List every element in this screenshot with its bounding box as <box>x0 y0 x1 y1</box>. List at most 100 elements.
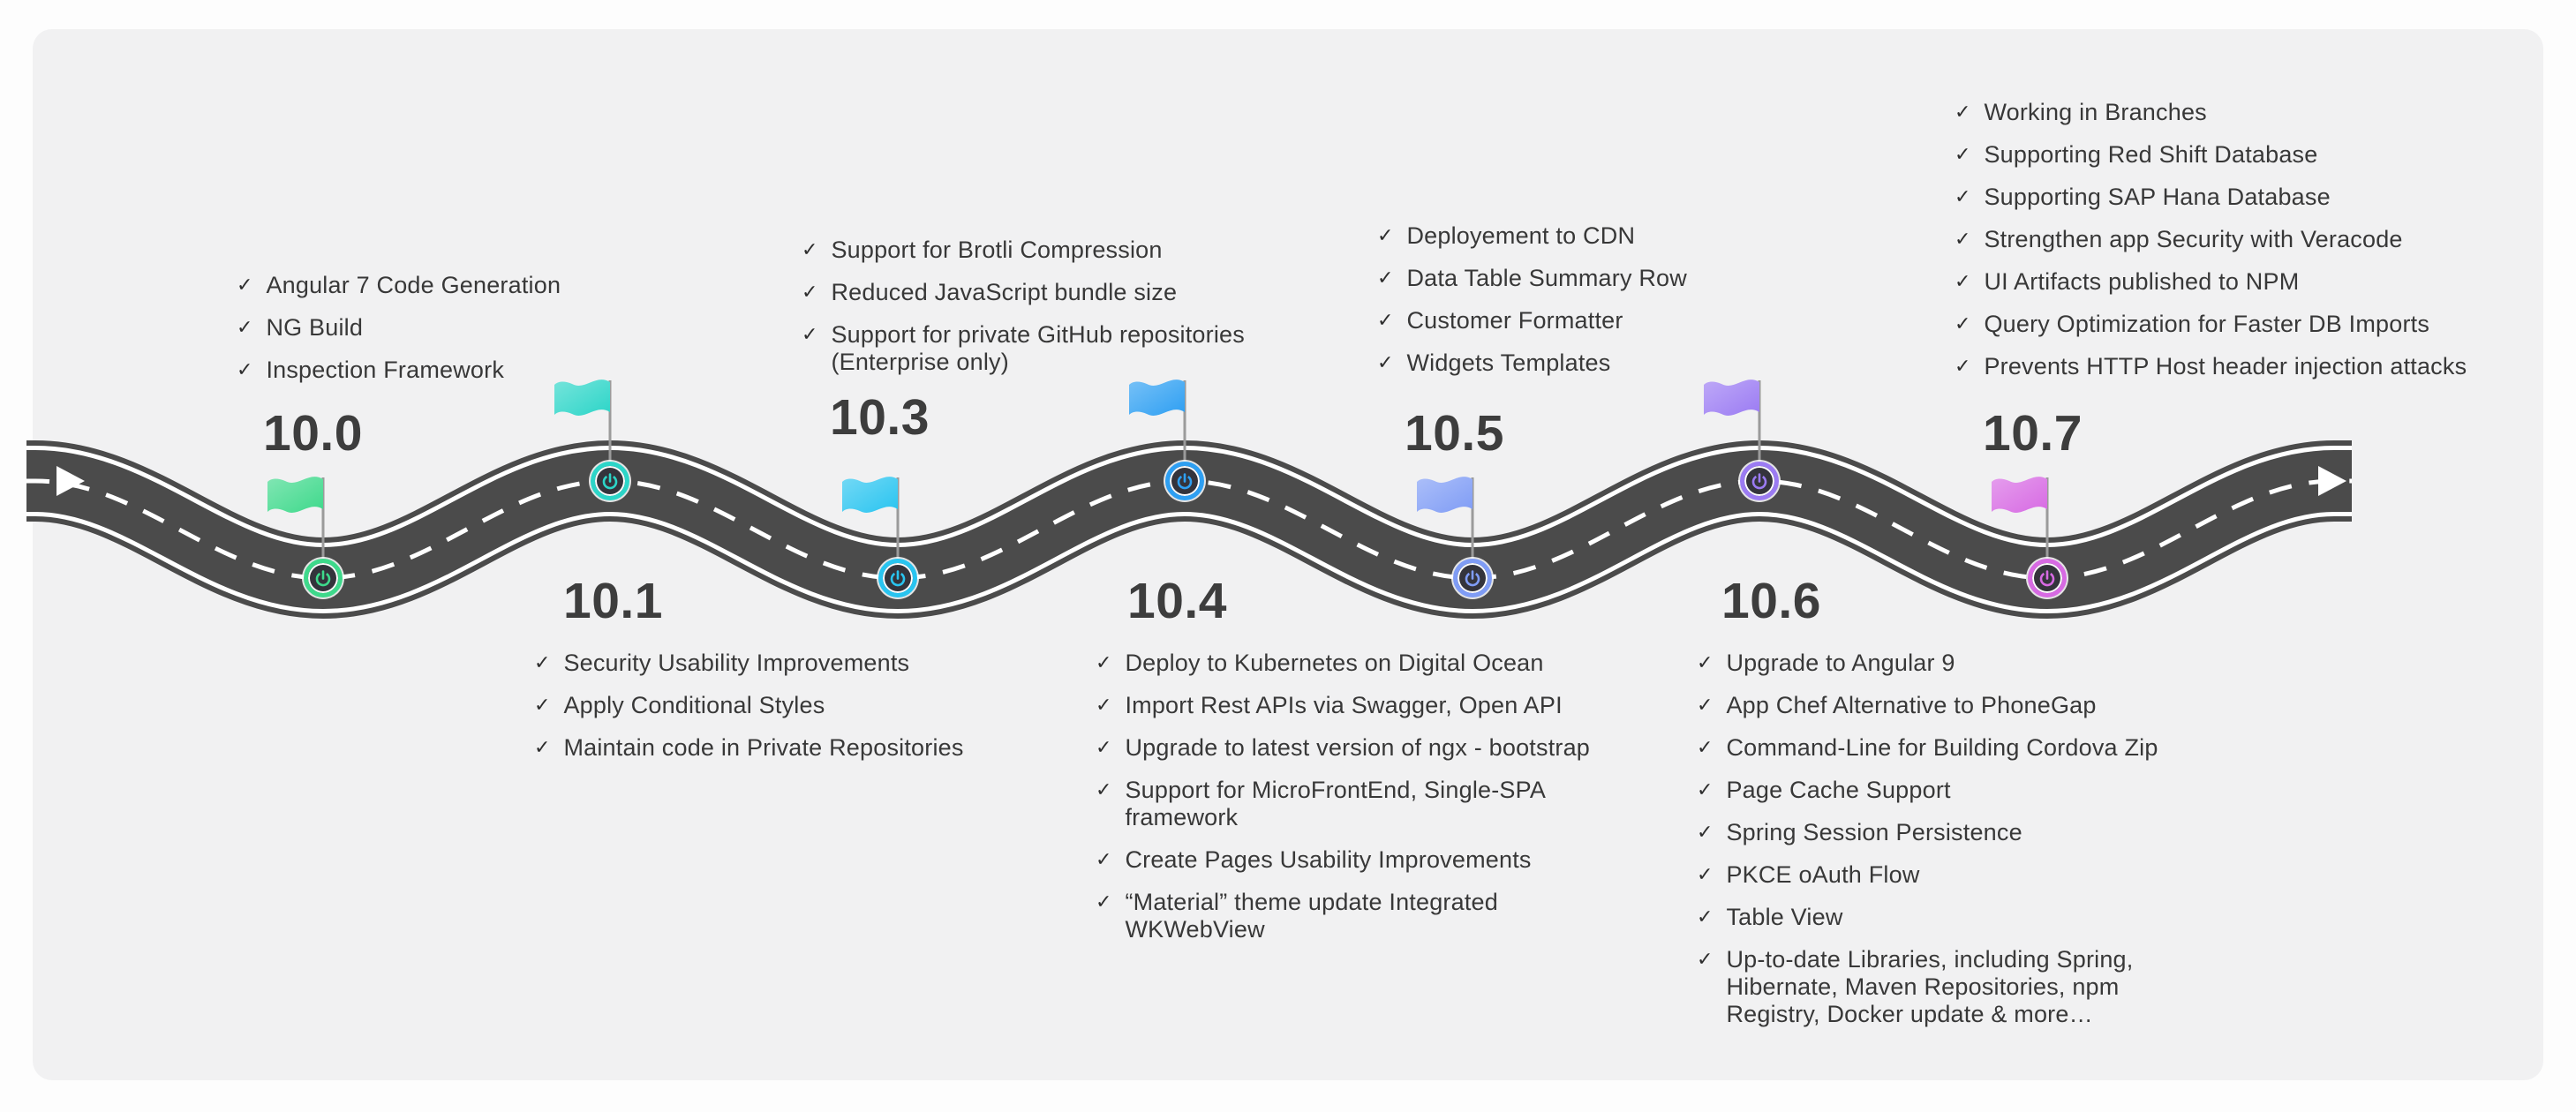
check-icon: ✓ <box>1955 186 1971 208</box>
feature-item: ✓ Supporting SAP Hana Database <box>1955 184 2537 211</box>
feature-text: Support for private GitHub repositories … <box>831 321 1245 375</box>
feature-text: Upgrade to Angular 9 <box>1726 650 1955 676</box>
feature-text: Query Optimization for Faster DB Imports <box>1984 311 2430 337</box>
power-icon <box>1751 473 1767 490</box>
feature-text: Reduced JavaScript bundle size <box>831 279 1178 305</box>
feature-text: Security Usability Improvements <box>563 650 910 676</box>
feature-list: ✓Deployement to CDN✓Data Table Summary R… <box>1377 222 1748 392</box>
feature-list: ✓Deploy to Kubernetes on Digital Ocean✓I… <box>1096 650 1616 958</box>
check-icon: ✓ <box>534 652 551 674</box>
power-icon <box>1177 473 1193 490</box>
feature-item: ✓Customer Formatter <box>1377 307 1748 334</box>
feature-text: Widgets Templates <box>1406 349 1611 376</box>
check-icon: ✓ <box>1377 267 1394 289</box>
check-icon: ✓ <box>1697 949 1714 971</box>
feature-text: Upgrade to latest version of ngx - boots… <box>1125 734 1591 761</box>
check-icon: ✓ <box>1096 652 1112 674</box>
check-icon: ✓ <box>1955 271 1971 293</box>
check-icon: ✓ <box>1096 891 1112 913</box>
power-icon <box>602 473 618 490</box>
version-label: 10.7 <box>1983 405 2083 462</box>
milestone-marker <box>304 559 343 597</box>
check-icon: ✓ <box>1955 356 1971 378</box>
feature-item: ✓ UI Artifacts published to NPM <box>1955 268 2537 296</box>
check-icon: ✓ <box>237 274 253 297</box>
feature-item: ✓PKCE oAuth Flow <box>1697 861 2173 889</box>
feature-text: Angular 7 Code Generation <box>266 272 561 298</box>
check-icon: ✓ <box>802 239 818 261</box>
feature-text: Prevents HTTP Host header injection atta… <box>1984 353 2467 379</box>
check-icon: ✓ <box>1697 906 1714 928</box>
version-label: 10.1 <box>563 573 663 629</box>
milestone-marker <box>1165 462 1204 500</box>
feature-item: ✓ “Material” theme update Integrated WKWe… <box>1096 889 1616 943</box>
check-icon: ✓ <box>1697 864 1714 886</box>
feature-text: Import Rest APIs via Swagger, Open API <box>1125 692 1563 718</box>
power-icon <box>1465 570 1480 587</box>
check-icon: ✓ <box>1955 229 1971 251</box>
check-icon: ✓ <box>237 359 253 381</box>
check-icon: ✓ <box>1955 101 1971 124</box>
milestone-marker <box>878 559 917 597</box>
version-label: 10.3 <box>830 389 930 446</box>
feature-text: Inspection Framework <box>266 357 505 383</box>
feature-text: Supporting Red Shift Database <box>1984 141 2318 168</box>
feature-item: ✓ Angular 7 Code Generation <box>237 272 616 299</box>
feature-text: Strengthen app Security with Veracode <box>1984 226 2403 252</box>
feature-text: Command-Line for Building Cordova Zip <box>1726 734 2158 761</box>
feature-item: ✓ Security Usability Improvements <box>534 650 1011 677</box>
feature-item: ✓App Chef Alternative to PhoneGap <box>1697 692 2173 719</box>
feature-text: Support for Brotli Compression <box>831 237 1163 263</box>
check-icon: ✓ <box>1096 849 1112 871</box>
feature-list: ✓Working in Branches✓Supporting Red Shif… <box>1955 99 2537 395</box>
feature-text: Customer Formatter <box>1406 307 1623 334</box>
feature-text: Page Cache Support <box>1726 777 1951 803</box>
check-icon: ✓ <box>1697 779 1714 801</box>
feature-text: App Chef Alternative to PhoneGap <box>1726 692 2097 718</box>
feature-text: NG Build <box>266 314 364 341</box>
feature-text: Table View <box>1726 904 1843 930</box>
feature-text: Maintain code in Private Repositories <box>563 734 964 761</box>
feature-text: Apply Conditional Styles <box>563 692 825 718</box>
feature-item: ✓ Table View <box>1697 904 2173 931</box>
feature-item: ✓Apply Conditional Styles <box>534 692 1011 719</box>
feature-item: ✓ Working in Branches <box>1955 99 2537 126</box>
feature-item: ✓ Upgrade to latest version of ngx - boot… <box>1096 734 1616 762</box>
feature-item: ✓ Data Table Summary Row <box>1377 265 1748 292</box>
check-icon: ✓ <box>802 282 818 304</box>
feature-item: ✓ Command-Line for Building Cordova Zip <box>1697 734 2173 762</box>
feature-item: ✓ Query Optimization for Faster DB Import… <box>1955 311 2537 338</box>
feature-item: ✓Support for MicroFrontEnd, Single-SPA f… <box>1096 777 1616 831</box>
feature-list: ✓ Angular 7 Code Generation ✓ NG Build ✓ Insp… <box>237 272 616 399</box>
check-icon: ✓ <box>1377 352 1394 374</box>
version-label: 10.4 <box>1127 573 1227 629</box>
feature-item: ✓ Up-to-date Libraries, including Spring,… <box>1697 946 2173 1028</box>
feature-item: ✓Create Pages Usability Improvements <box>1096 846 1616 874</box>
feature-item: ✓Supporting Red Shift Database <box>1955 141 2537 169</box>
feature-list: ✓ Support for Brotli Compression ✓ Reduced … <box>802 237 1278 391</box>
version-label: 10.6 <box>1721 573 1821 629</box>
power-icon <box>2039 570 2055 587</box>
check-icon: ✓ <box>1697 737 1714 759</box>
feature-text: Data Table Summary Row <box>1406 265 1687 291</box>
feature-text: UI Artifacts published to NPM <box>1984 268 2300 295</box>
check-icon: ✓ <box>1096 695 1112 717</box>
feature-text: Supporting SAP Hana Database <box>1984 184 2331 210</box>
feature-item: ✓ Prevents HTTP Host header injection att… <box>1955 353 2537 380</box>
check-icon: ✓ <box>1096 737 1112 759</box>
feature-item: ✓ Support for Brotli Compression <box>802 237 1278 264</box>
check-icon: ✓ <box>1697 822 1714 844</box>
feature-item: ✓ Widgets Templates <box>1377 349 1748 377</box>
feature-text: Working in Branches <box>1984 99 2207 125</box>
feature-item: ✓Support for private GitHub repositories… <box>802 321 1278 376</box>
power-icon <box>890 570 906 587</box>
check-icon: ✓ <box>1955 313 1971 335</box>
feature-text: Up-to-date Libraries, including Spring, … <box>1726 946 2134 1027</box>
check-icon: ✓ <box>237 317 253 339</box>
feature-text: “Material” theme update Integrated WKWeb… <box>1125 889 1498 943</box>
feature-item: ✓Maintain code in Private Repositories <box>534 734 1011 762</box>
feature-item: ✓ Reduced JavaScript bundle size <box>802 279 1278 306</box>
feature-item: ✓ Page Cache Support <box>1697 777 2173 804</box>
milestone-marker <box>591 462 629 500</box>
